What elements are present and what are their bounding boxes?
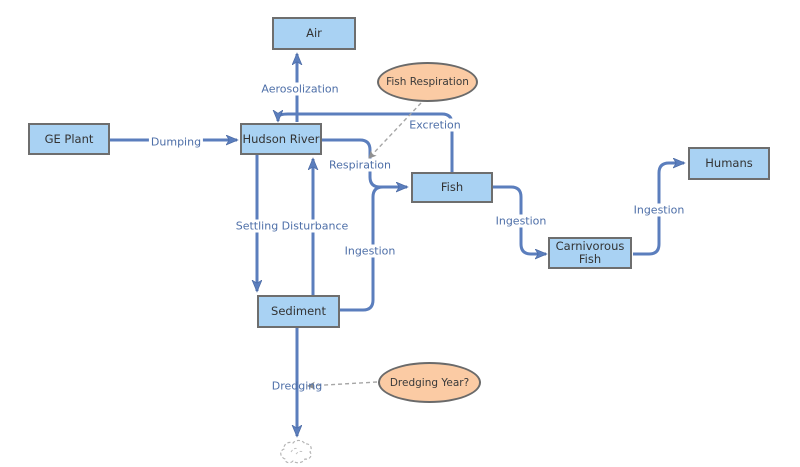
node-fish[interactable]: Fish (411, 172, 493, 203)
edge-label-excretion: Excretion (407, 118, 463, 132)
pointer-dredging-year (307, 381, 378, 390)
edge-label-ingestion-carnivorous-humans: Ingestion (631, 203, 687, 217)
edge-label-aerosolization: Aerosolization (259, 82, 341, 96)
node-ge-plant[interactable]: GE Plant (28, 123, 110, 155)
edge-label-settling-disturbance: Settling Disturbance (233, 219, 351, 233)
edge-label-ingestion-fish-carnivorous: Ingestion (493, 214, 549, 228)
node-air[interactable]: Air (272, 17, 356, 50)
node-sediment[interactable]: Sediment (257, 295, 340, 328)
callout-dredging-year[interactable]: Dredging Year? (378, 362, 481, 403)
scribble-cloud-icon (280, 439, 312, 464)
callout-fish-respiration[interactable]: Fish Respiration (377, 62, 478, 102)
edge-label-respiration: Respiration (326, 158, 394, 172)
edge-label-ingestion-sediment-fish: Ingestion (342, 244, 398, 258)
edge-label-dredging: Dredging (271, 379, 323, 393)
pointer-fish-respiration (368, 102, 422, 159)
node-carnivorous-fish[interactable]: Carnivorous Fish (548, 237, 632, 269)
node-hudson-river[interactable]: Hudson River (240, 123, 322, 155)
node-humans[interactable]: Humans (688, 147, 770, 180)
edge-label-dumping: Dumping (148, 135, 204, 149)
